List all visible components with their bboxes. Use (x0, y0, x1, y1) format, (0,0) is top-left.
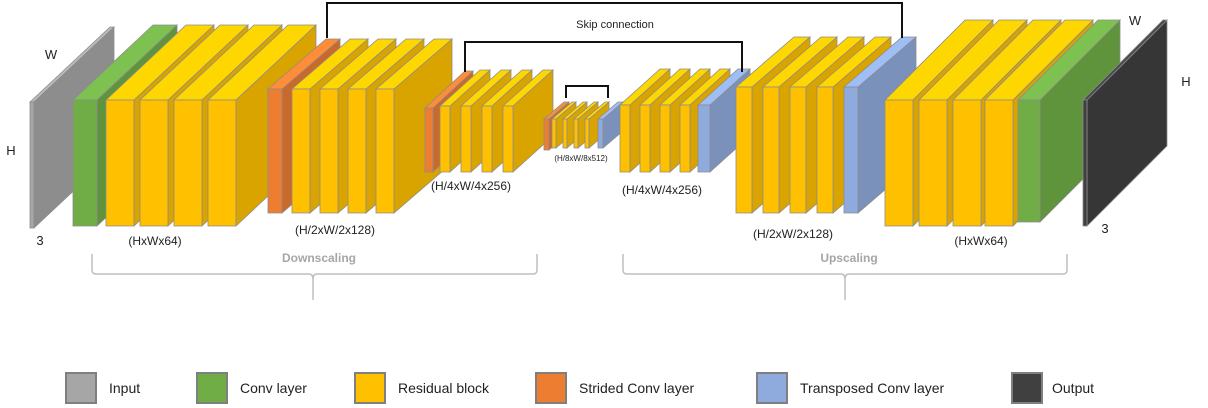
skip-connection-line-2 (464, 41, 743, 72)
residual-slab-24-front (816, 86, 834, 214)
residual-slab-8 (374, 38, 454, 214)
bottleneck-size-label: (H/8xW/8x512) (554, 154, 608, 163)
residual-slab-4-front (207, 99, 237, 227)
residual-slab-12 (501, 69, 555, 173)
output-height-label: H (1181, 74, 1190, 89)
strided-slab-2-front (424, 107, 434, 173)
conv-slab-1-front (72, 99, 98, 227)
upscaling-brace (622, 254, 1068, 300)
legend-label-transposed: Transposed Conv layer (800, 380, 945, 396)
transposed-slab-3-front (843, 86, 859, 214)
residual-slab-28-front (984, 99, 1014, 227)
legend-swatch-conv (196, 372, 228, 404)
residual-slab-10-front (460, 105, 472, 173)
residual-slab-7-front (347, 88, 367, 214)
skip-connection-line-1 (326, 2, 903, 38)
upscaling-label: Upscaling (820, 251, 877, 265)
skip-connections (326, 2, 903, 98)
stage-3-down-size-label: (H/4xW/4x256) (431, 179, 511, 193)
residual-slab-23-front (789, 86, 807, 214)
legend: Input Conv layer Residual block Strided … (65, 372, 1094, 404)
residual-slab-9-front (439, 105, 451, 173)
output-width-label: W (1129, 13, 1142, 28)
legend-label-residual: Residual block (398, 380, 490, 396)
stage-1-up-size-label: (HxWx64) (954, 234, 1007, 248)
residual-slab-25-front (884, 99, 914, 227)
legend-swatch-strided (535, 372, 567, 404)
legend-swatch-residual (354, 372, 386, 404)
strided-slab-3-front (543, 118, 550, 151)
residual-slab-20-front (679, 104, 691, 173)
residual-slab-12-front (502, 105, 514, 173)
residual-slab-16-front (584, 118, 590, 149)
downscaling-label: Downscaling (282, 251, 356, 265)
legend-swatch-output (1011, 372, 1043, 404)
transposed-slab-1-front (597, 118, 604, 149)
stage-1-down-size-label: (HxWx64) (128, 234, 181, 248)
downscaling-brace (91, 254, 538, 300)
residual-slab-18-front (639, 104, 651, 173)
skip-connection-line-3 (565, 85, 609, 98)
input-height-label: H (6, 143, 15, 158)
stage-2-up-size-label: (H/2xW/2x128) (753, 227, 833, 241)
residual-slab-5-front (291, 88, 311, 214)
residual-slab-26-front (918, 99, 948, 227)
skip-connection-label: Skip connection (576, 19, 654, 31)
strided-slab-1-front (267, 88, 283, 214)
transposed-slab-1 (596, 101, 625, 149)
residual-slab-1-front (105, 99, 135, 227)
legend-swatch-transposed (756, 372, 788, 404)
residual-slab-2-front (139, 99, 169, 227)
residual-slab-11-front (481, 105, 493, 173)
input-width-label: W (45, 47, 58, 62)
residual-slab-15-front (573, 118, 579, 149)
legend-swatch-input (65, 372, 97, 404)
residual-slab-17-front (619, 104, 631, 173)
conv-slab-2-front (1017, 99, 1041, 223)
input-channels-label: 3 (36, 233, 43, 248)
legend-label-input: Input (109, 380, 140, 396)
residual-slab-3-front (173, 99, 203, 227)
legend-label-strided: Strided Conv layer (579, 380, 695, 396)
legend-label-output: Output (1052, 380, 1094, 396)
residual-slab-22-front (762, 86, 780, 214)
output-slab-front (1082, 99, 1088, 227)
transposed-slab-2-front (697, 104, 711, 173)
output-slab (1082, 19, 1168, 227)
output-channels-label: 3 (1101, 221, 1108, 236)
input-slab-front (29, 101, 35, 229)
residual-slab-19-front (659, 104, 671, 173)
conv-slab-2 (1017, 19, 1121, 223)
residual-slab-27-front (952, 99, 982, 227)
stage-2-down-size-label: (H/2xW/2x128) (295, 223, 375, 237)
residual-slab-14-front (562, 118, 568, 149)
residual-slab-13-front (551, 118, 557, 149)
residual-slab-21-front (735, 86, 753, 214)
residual-slab-6-front (319, 88, 339, 214)
stage-3-up-size-label: (H/4xW/4x256) (622, 183, 702, 197)
legend-label-conv: Conv layer (240, 380, 307, 396)
residual-slab-8-front (375, 88, 395, 214)
